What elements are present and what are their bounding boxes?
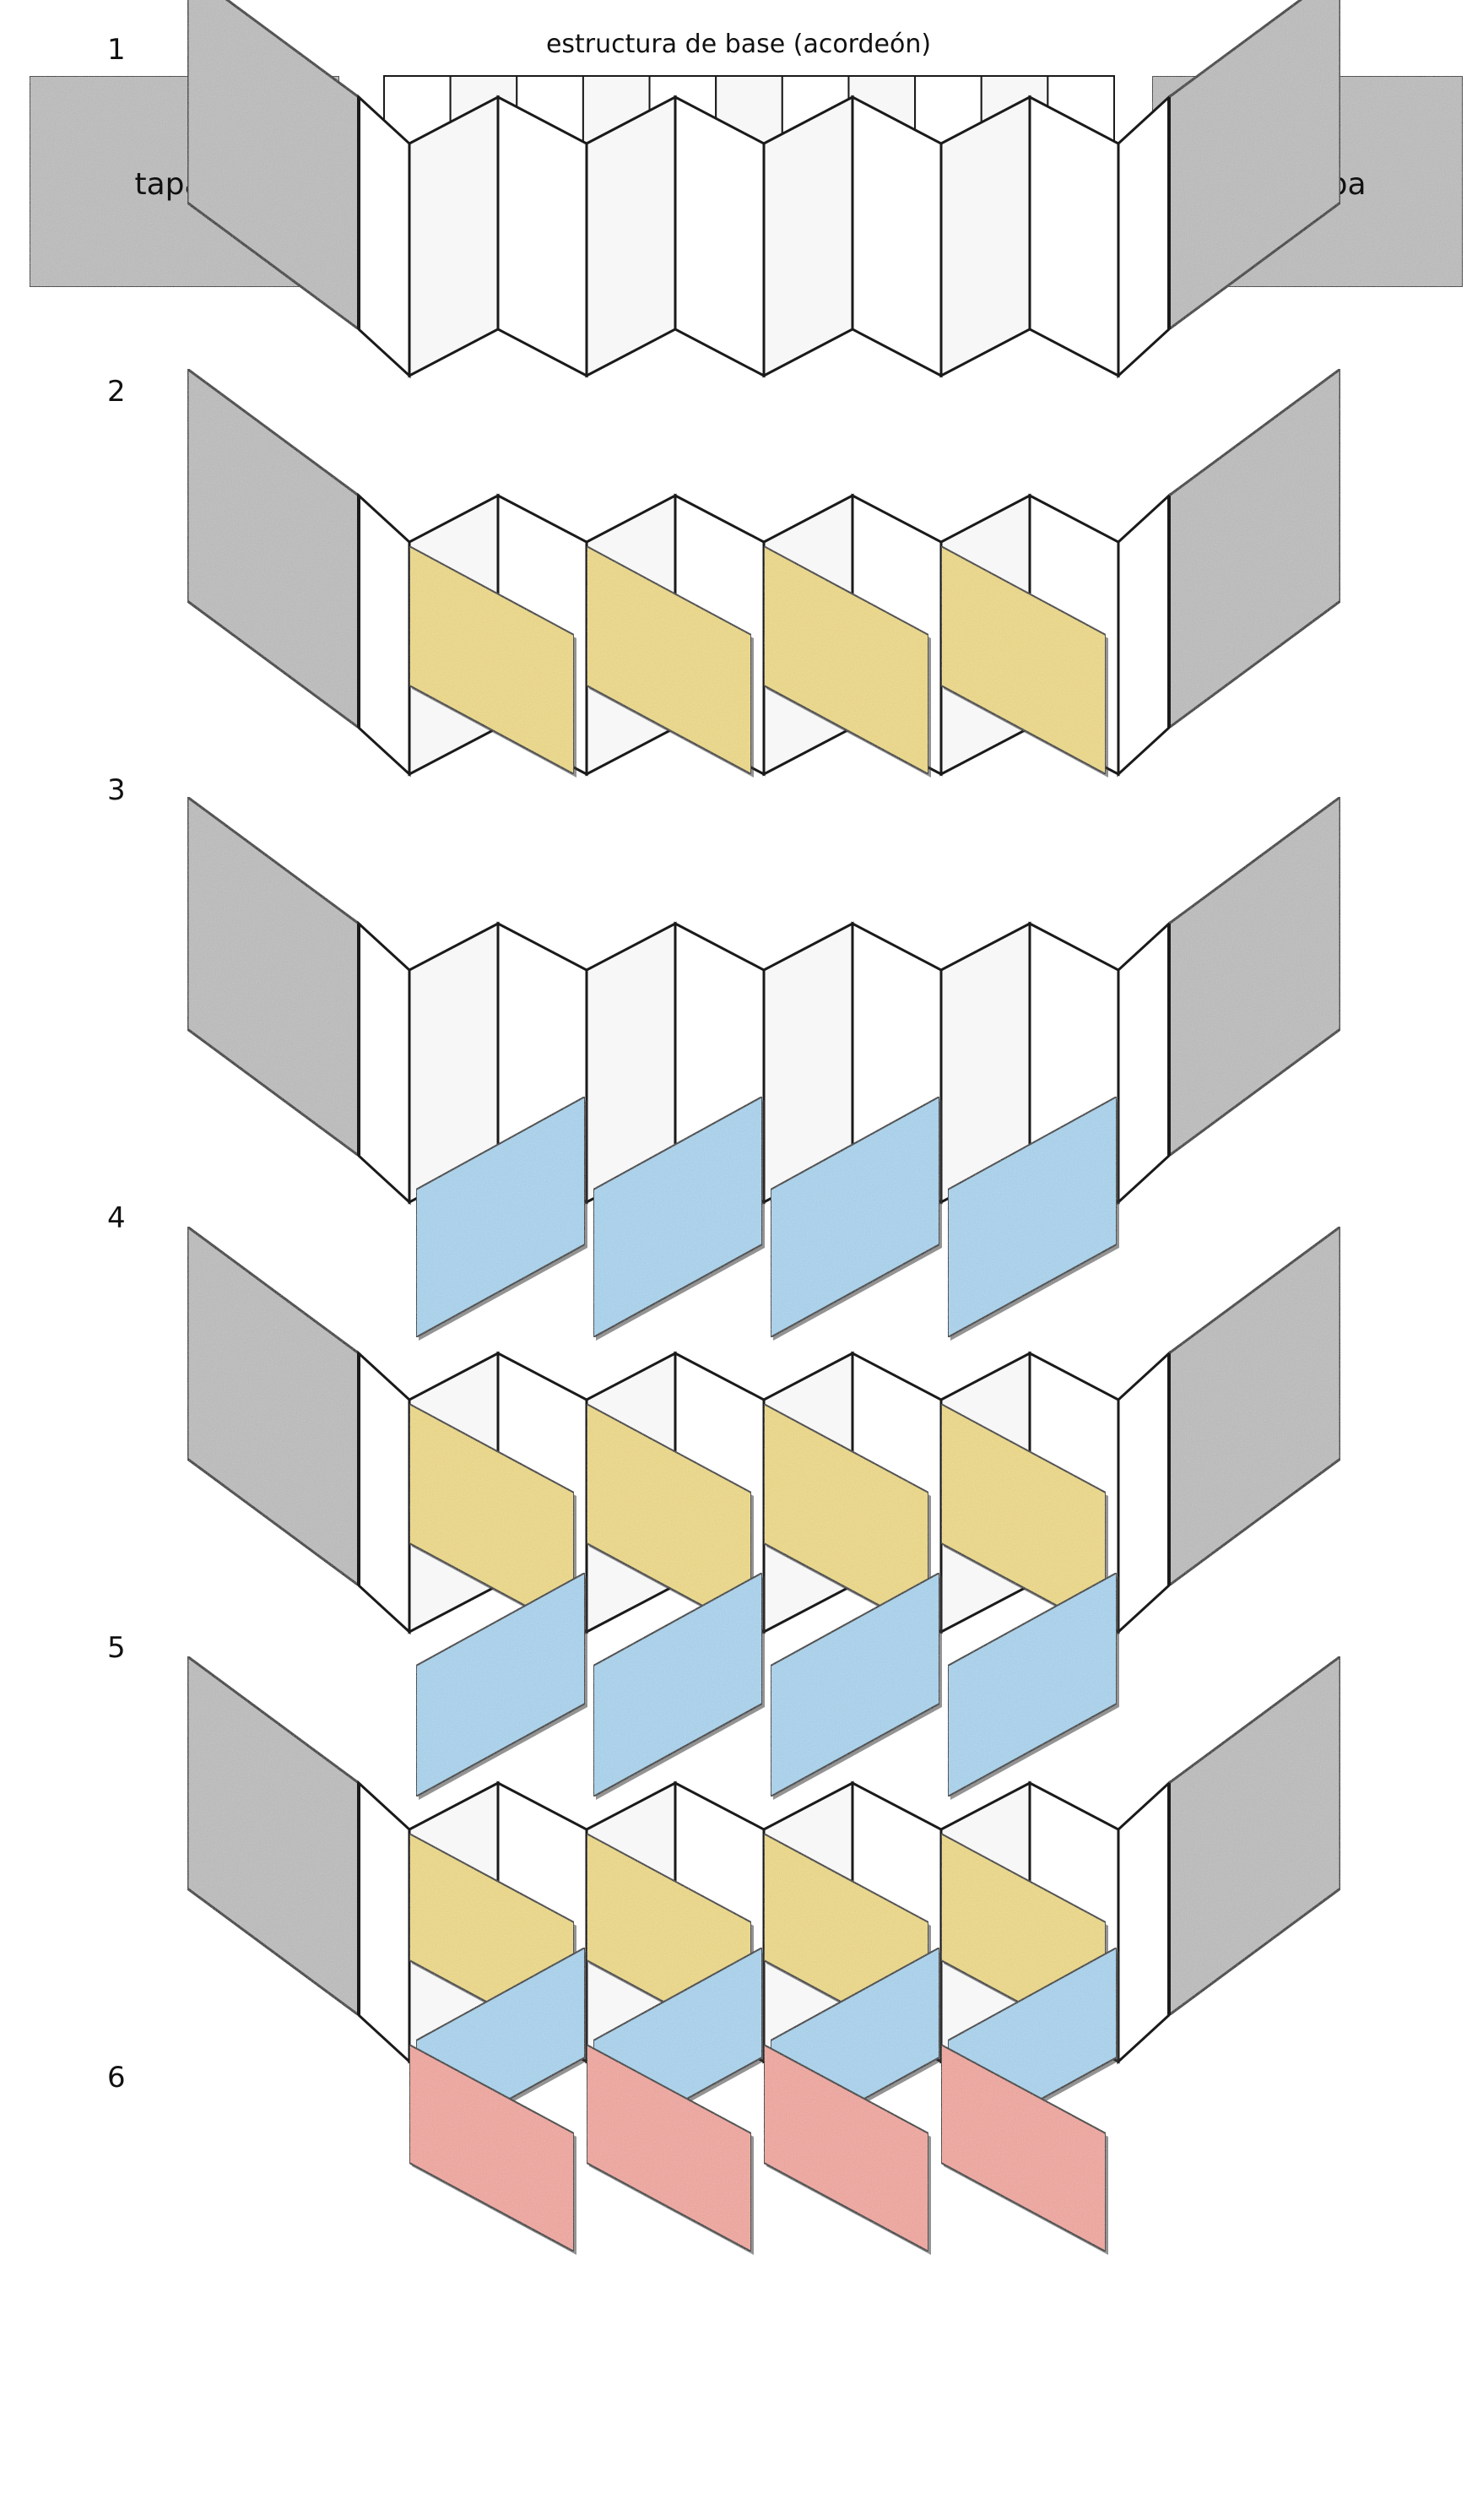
- step-4-folded: 4: [107, 794, 1342, 1341]
- accordion-panel: [939, 95, 1031, 378]
- yellow-sheet: [763, 545, 929, 776]
- blue-sheet: [770, 1095, 940, 1339]
- accordion-panel: [357, 94, 411, 379]
- accordion-panel: [585, 95, 677, 378]
- accordion-panel: [1117, 1350, 1171, 1635]
- accordion-panel: [1117, 94, 1171, 379]
- blue-sheet: [415, 1571, 586, 1798]
- right-cover-folded: [1167, 794, 1342, 1158]
- red-sheet: [940, 2043, 1107, 2253]
- blue-sheet: [770, 1571, 940, 1798]
- right-cover-folded: [1167, 1654, 1342, 2018]
- accordion-panel: [1028, 95, 1120, 378]
- step-number-1: 1: [107, 33, 126, 67]
- base-structure-caption: estructura de base (acordeón): [546, 30, 931, 59]
- accordion-panel: [357, 920, 411, 1206]
- accordion-panel: [762, 95, 854, 378]
- step-3-folded: 3: [107, 366, 1342, 807]
- yellow-sheet: [586, 545, 752, 776]
- blue-sheet: [593, 1095, 763, 1339]
- red-sheet: [409, 2043, 575, 2253]
- step-number-5: 5: [107, 1631, 126, 1665]
- step-number-6: 6: [107, 2061, 126, 2095]
- accordion-panel: [1117, 1780, 1171, 2065]
- accordion-panel: [674, 95, 766, 378]
- accordion-panel: [357, 1780, 411, 2065]
- blue-sheet: [593, 1571, 763, 1798]
- accordion-panel: [496, 95, 588, 378]
- red-sheet: [763, 2043, 929, 2253]
- left-cover-folded: [186, 1224, 360, 1588]
- step-number-3: 3: [107, 773, 126, 807]
- accordion-panel: [357, 1350, 411, 1635]
- step-number-4: 4: [107, 1201, 126, 1235]
- blue-sheet: [415, 1095, 586, 1339]
- right-cover-folded: [1167, 1224, 1342, 1588]
- yellow-sheet: [409, 545, 575, 776]
- step-5-folded: 5: [107, 1224, 1342, 1800]
- step-number-2: 2: [107, 375, 126, 409]
- accordion-panel: [408, 95, 500, 378]
- left-cover-folded: [186, 366, 360, 730]
- red-sheet: [586, 2043, 752, 2253]
- accordion-panel: [1117, 492, 1171, 778]
- yellow-sheet: [940, 545, 1107, 776]
- step-6-folded: 6: [107, 1654, 1342, 2255]
- accordion-panel: [357, 492, 411, 778]
- step-2-folded: 2: [107, 0, 1342, 409]
- left-cover-folded: [186, 1654, 360, 2018]
- left-cover-folded: [186, 794, 360, 1158]
- blue-sheet: [947, 1095, 1118, 1339]
- accordion-panel: [1117, 920, 1171, 1206]
- folded-steps: 2 3 4 5 6: [107, 0, 1342, 2255]
- accordion-panel: [851, 95, 943, 378]
- blue-sheet: [947, 1571, 1118, 1798]
- right-cover-folded: [1167, 366, 1342, 730]
